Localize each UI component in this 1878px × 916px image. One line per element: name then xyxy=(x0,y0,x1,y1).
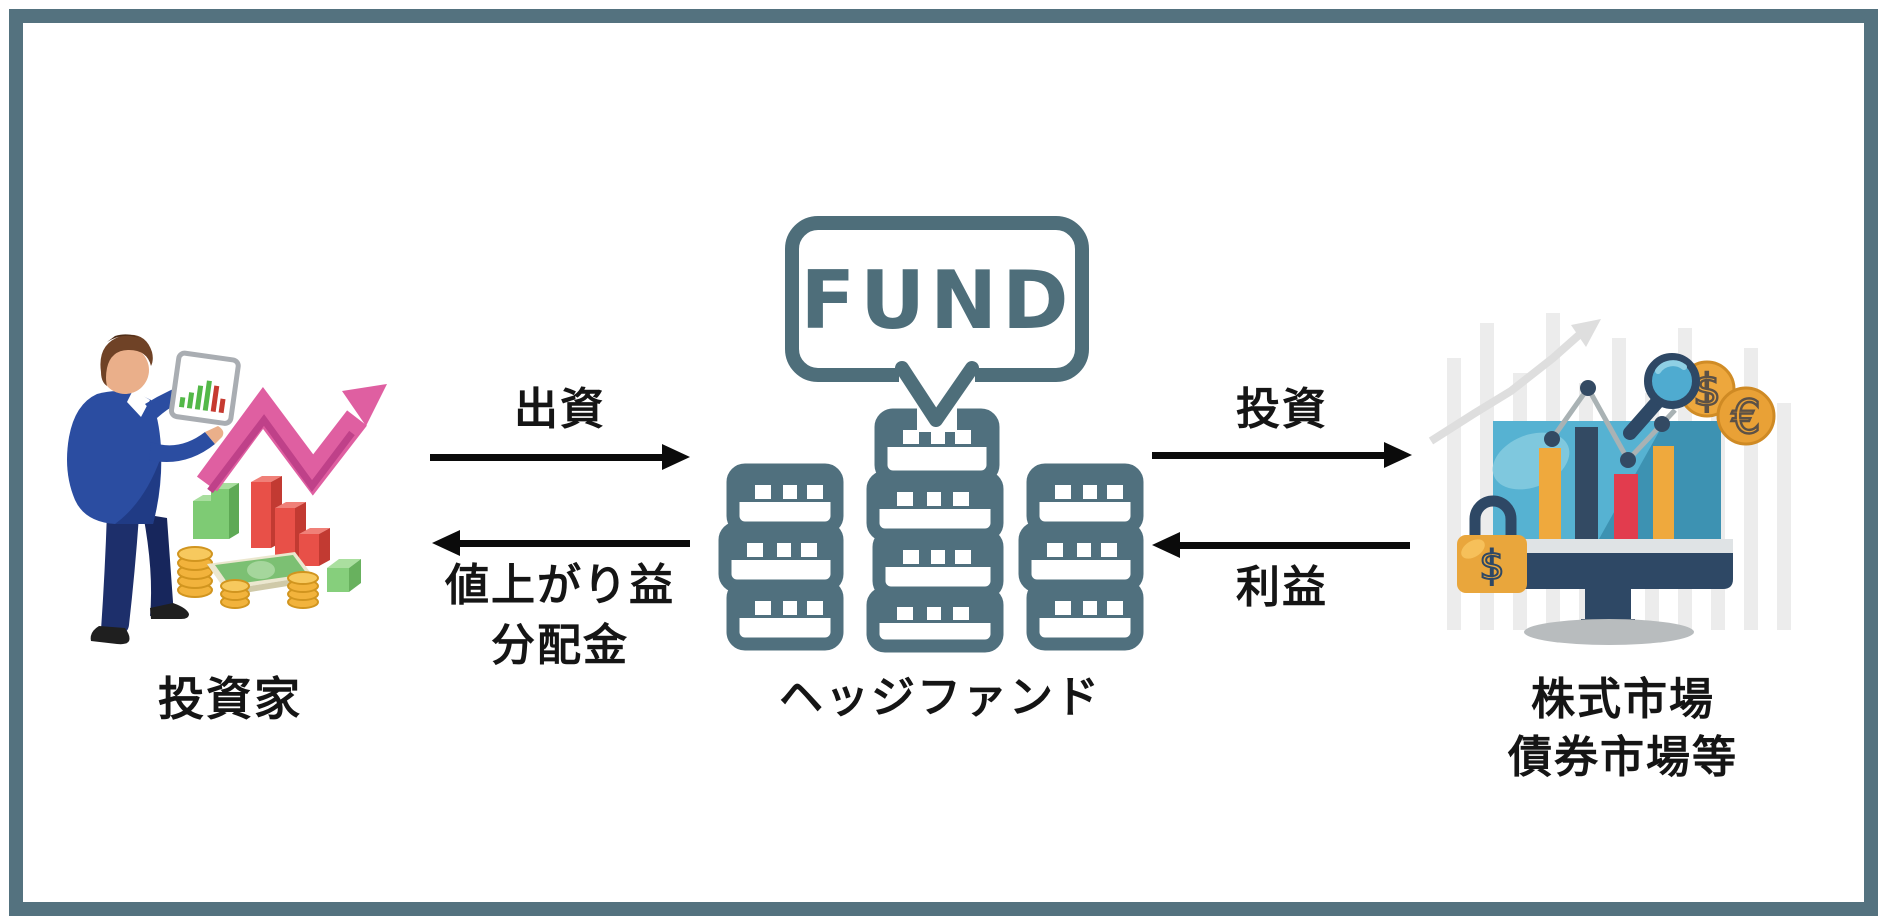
node-label-market-line2: 債券市場等 xyxy=(1508,733,1738,782)
screen-bar-red xyxy=(1614,474,1638,539)
coin-stack-right xyxy=(287,571,319,609)
market-illustration: $ $ € xyxy=(1428,313,1791,645)
arrow-head-left-icon xyxy=(1152,532,1180,558)
coin-stack xyxy=(1018,463,1144,651)
investor-illustration xyxy=(67,334,387,645)
flow-label-distribution: 分配金 xyxy=(491,621,629,670)
arrow-head-left-icon xyxy=(432,530,460,556)
arrow-shaft xyxy=(1176,542,1410,549)
magnifier-icon xyxy=(1623,353,1700,440)
fund-bubble-text: FUND xyxy=(801,254,1074,347)
node-label-hedge-fund: ヘッジファンド xyxy=(779,673,1101,722)
flow-label-capital-gain: 値上がり益 xyxy=(445,561,675,610)
arrow-shaft xyxy=(456,540,690,547)
hedge-fund-illustration: FUND xyxy=(718,216,1144,653)
tablet-chart-icon xyxy=(168,350,241,426)
arrow-shaft xyxy=(1152,452,1388,459)
arrow-investor-to-fund xyxy=(430,444,690,470)
hair xyxy=(100,334,153,386)
flow-label-contribution: 出資 xyxy=(514,385,606,434)
arrow-fund-to-investor xyxy=(432,530,690,556)
background-trend-arrow xyxy=(1428,319,1601,445)
screen-bar-yellow xyxy=(1539,448,1561,539)
arrow-head-right-icon xyxy=(1384,442,1412,468)
flow-label-profit: 利益 xyxy=(1236,563,1328,612)
green-cube-icon xyxy=(327,559,361,592)
head xyxy=(101,346,149,394)
node-label-investor: 投資家 xyxy=(158,673,302,725)
euro-symbol: € xyxy=(1731,390,1760,444)
arrow-fund-to-market xyxy=(1152,442,1412,468)
green-bars-icon xyxy=(193,483,239,539)
euro-coin-icon: € xyxy=(1716,386,1776,446)
pink-growth-arrow-icon xyxy=(196,384,387,496)
money-icon xyxy=(177,546,361,609)
coin-stack xyxy=(718,463,844,651)
fund-speech-bubble-icon: FUND xyxy=(785,216,1089,427)
arrow-head-right-icon xyxy=(662,444,690,470)
padlock-dollar-symbol: $ xyxy=(1479,543,1504,589)
red-bars-icon xyxy=(251,476,330,566)
flow-label-investment: 投資 xyxy=(1236,385,1328,434)
arrow-shaft xyxy=(430,454,666,461)
node-label-market-line1: 株式市場 xyxy=(1531,675,1715,724)
coin-stack xyxy=(866,408,1004,653)
padlock-icon: $ xyxy=(1457,495,1527,593)
screen-bar-yellow xyxy=(1653,446,1674,539)
screen-bar-navy xyxy=(1575,427,1598,539)
coin-stacks-icon xyxy=(718,408,1144,653)
coin-stack-small xyxy=(220,579,250,609)
monitor-icon xyxy=(1483,380,1733,645)
arrow-market-to-fund xyxy=(1152,532,1410,558)
businessman-figure xyxy=(67,334,224,645)
coin-stack-left xyxy=(177,546,213,598)
